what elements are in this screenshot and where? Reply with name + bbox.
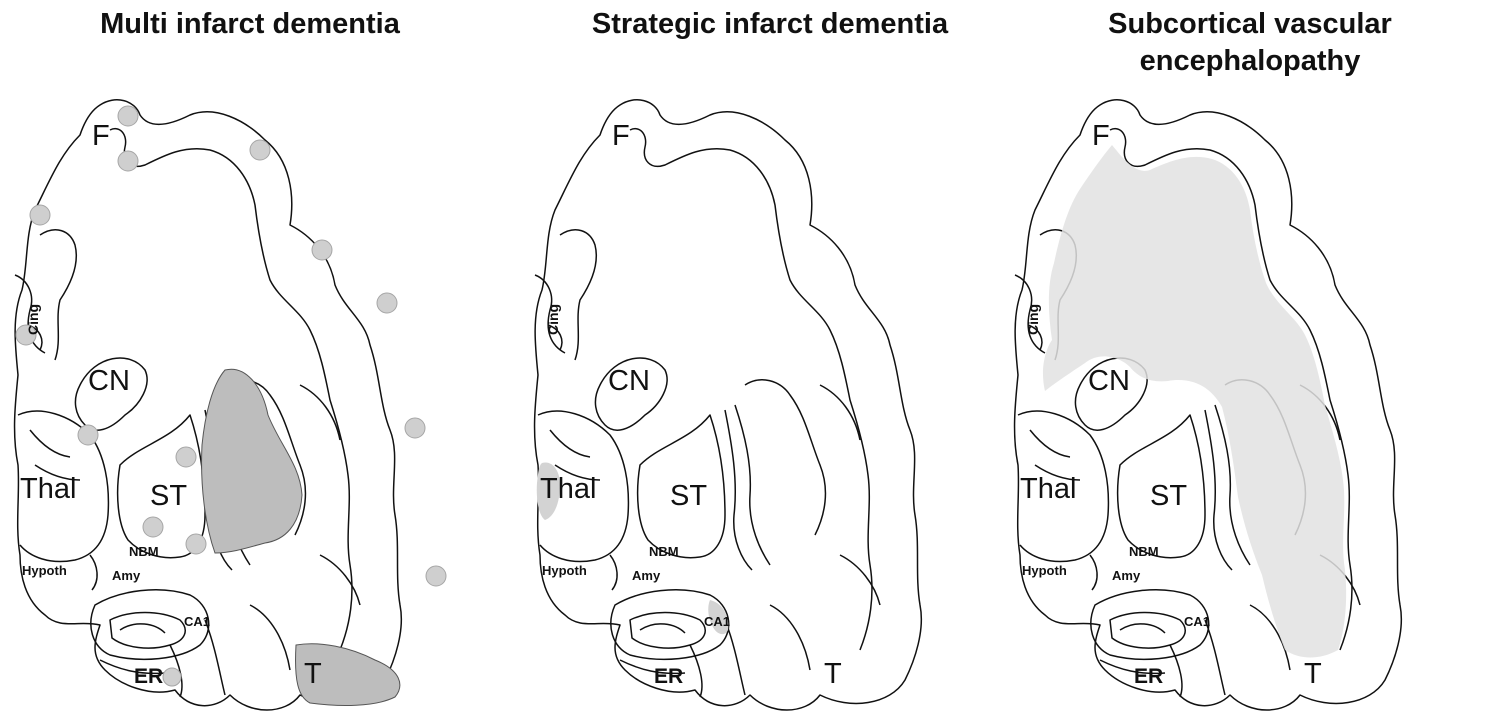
label-cingulate: Cing (545, 304, 561, 335)
panel-title: Subcortical vascular encephalopathy (1000, 6, 1500, 80)
panel-title: Strategic infarct dementia (520, 6, 1020, 43)
label-temporal: T (824, 658, 842, 690)
label-hypothalamus: Hypoth (22, 563, 67, 578)
label-frontal: F (612, 120, 630, 152)
panel-title: Multi infarct dementia (0, 6, 500, 43)
infarct-dot (117, 150, 139, 172)
label-caudate: CN (1088, 365, 1130, 397)
lesion-thalamus (536, 462, 560, 520)
panel-strategic-infarct: Strategic infarct dementia F Cing CN Tha… (520, 0, 1020, 722)
label-caudate: CN (608, 365, 650, 397)
lesion-temporal (295, 643, 401, 706)
label-temporal: T (304, 658, 322, 690)
label-amygdala: Amy (1112, 568, 1141, 583)
infarct-dot (425, 565, 447, 587)
infarct-dot (175, 446, 197, 468)
panel-title-text: Multi infarct dementia (100, 8, 400, 40)
label-ca1: CA1 (1184, 614, 1210, 629)
label-hypothalamus: Hypoth (1022, 563, 1067, 578)
label-striatum: ST (1150, 480, 1187, 512)
label-temporal: T (1304, 658, 1322, 690)
label-thalamus: Thal (540, 473, 596, 505)
infarct-dot (15, 324, 37, 346)
brain-diagram: F Cing CN Thal ST NBM Hypoth Amy CA1 ER … (1013, 99, 1403, 711)
label-nbm: NBM (649, 544, 679, 559)
label-entorhinal: ER (134, 665, 163, 688)
panel-title-text: Strategic infarct dementia (591, 8, 949, 40)
infarct-dot (142, 516, 164, 538)
panel-title-line-1: Subcortical vascular (1108, 8, 1392, 40)
infarct-dot (311, 239, 333, 261)
label-entorhinal: ER (654, 665, 683, 688)
label-nbm: NBM (129, 544, 159, 559)
panel-subcortical-vascular: Subcortical vascular encephalopathy F Ci… (1000, 0, 1500, 722)
infarct-dot (162, 667, 182, 687)
label-striatum: ST (150, 480, 187, 512)
infarct-dot (185, 533, 207, 555)
brain-diagram: F Cing CN Thal ST NBM Hypoth Amy CA1 ER … (13, 99, 447, 711)
label-caudate: CN (88, 365, 130, 397)
infarct-dot (404, 417, 426, 439)
label-hypothalamus: Hypoth (542, 563, 587, 578)
lesion-white-matter-core (1042, 145, 1347, 658)
label-frontal: F (1092, 120, 1110, 152)
panel-title-line-2: encephalopathy (1139, 45, 1361, 77)
label-cingulate: Cing (1025, 304, 1041, 335)
infarct-dot (29, 204, 51, 226)
label-ca1: CA1 (184, 614, 210, 629)
infarct-dot (376, 292, 398, 314)
lesion-lentiform (201, 368, 303, 554)
brain-diagram: F Cing CN Thal ST NBM Hypoth Amy CA1 ER … (533, 99, 923, 711)
lesion-hippocampus (708, 600, 729, 635)
label-thalamus: Thal (20, 473, 76, 505)
label-amygdala: Amy (632, 568, 661, 583)
infarct-dot (117, 105, 139, 127)
label-cingulate: Cing (25, 304, 41, 335)
infarct-dot (77, 424, 99, 446)
label-amygdala: Amy (112, 568, 141, 583)
label-frontal: F (92, 120, 110, 152)
label-ca1: CA1 (704, 614, 730, 629)
label-thalamus: Thal (1020, 473, 1076, 505)
label-nbm: NBM (1129, 544, 1159, 559)
label-entorhinal: ER (1134, 665, 1163, 688)
label-striatum: ST (670, 480, 707, 512)
infarct-dot (249, 139, 271, 161)
panel-multi-infarct: Multi infarct dementia F Cing CN Thal ST… (0, 0, 500, 722)
